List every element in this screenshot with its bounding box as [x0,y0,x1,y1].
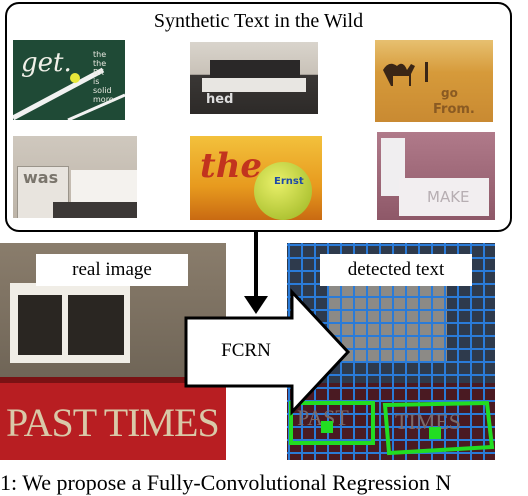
thumbnail-sidetext: the the BX is solid more [93,50,114,104]
thumbnail-word: was [23,168,59,187]
sign-board [0,377,226,460]
thumbnail-tennis: the Ernst [190,136,322,220]
thumbnail-line: solid [93,86,112,95]
bed-headboard [210,60,300,78]
thumbnail-subword: From. [433,102,475,117]
thumbnail-word: the [200,146,263,186]
bed-mattress [202,78,306,92]
chalkboard-lines [13,67,125,120]
thumbnail-line: the [93,50,107,59]
thumbnail-desert: go From. [375,40,493,122]
thumbnail-line: more [93,95,114,104]
bed-pink [399,178,489,216]
thumbnail-word: go [441,86,458,100]
thumbnail-word: MAKE [427,188,470,206]
thumbnail-line: BX [93,68,104,77]
detected-text-label: detected text [320,254,472,286]
real-image-label: real image [36,254,188,286]
thumbnail-bedroom: was [13,136,137,218]
thumbnail-chalkboard: get. the the BX is solid more [13,40,125,120]
synthetic-panel-title: Synthetic Text in the Wild [153,10,364,32]
thumbnail-subword: Ernst [274,176,304,187]
thumbnail-bed-dark: hed [190,42,318,114]
det-word-times: TIMES [395,409,461,434]
tennis-ball [254,162,312,220]
detection-boxes [289,400,495,456]
synthetic-text-panel: Synthetic Text in the Wild get. the the … [5,2,512,232]
thumbnail-word: get. [21,48,72,78]
window-pane [18,295,62,355]
detection-grid [287,243,495,460]
bed-white [71,170,137,202]
thumbnail-word: hed [206,92,234,107]
thumbnail-line: is [93,77,100,86]
rug [53,202,137,218]
thumbnail-line: the [93,59,107,68]
fcrn-label: FCRN [221,340,271,361]
thumbnail-bedroom-pink: MAKE [377,132,495,220]
window-pane [68,295,124,355]
camel-silhouette [383,62,428,86]
sign-trim [0,377,226,383]
sign-text: PAST TIMES [6,400,220,445]
figure-caption: 1: We propose a Fully-Convolutional Regr… [0,470,452,495]
